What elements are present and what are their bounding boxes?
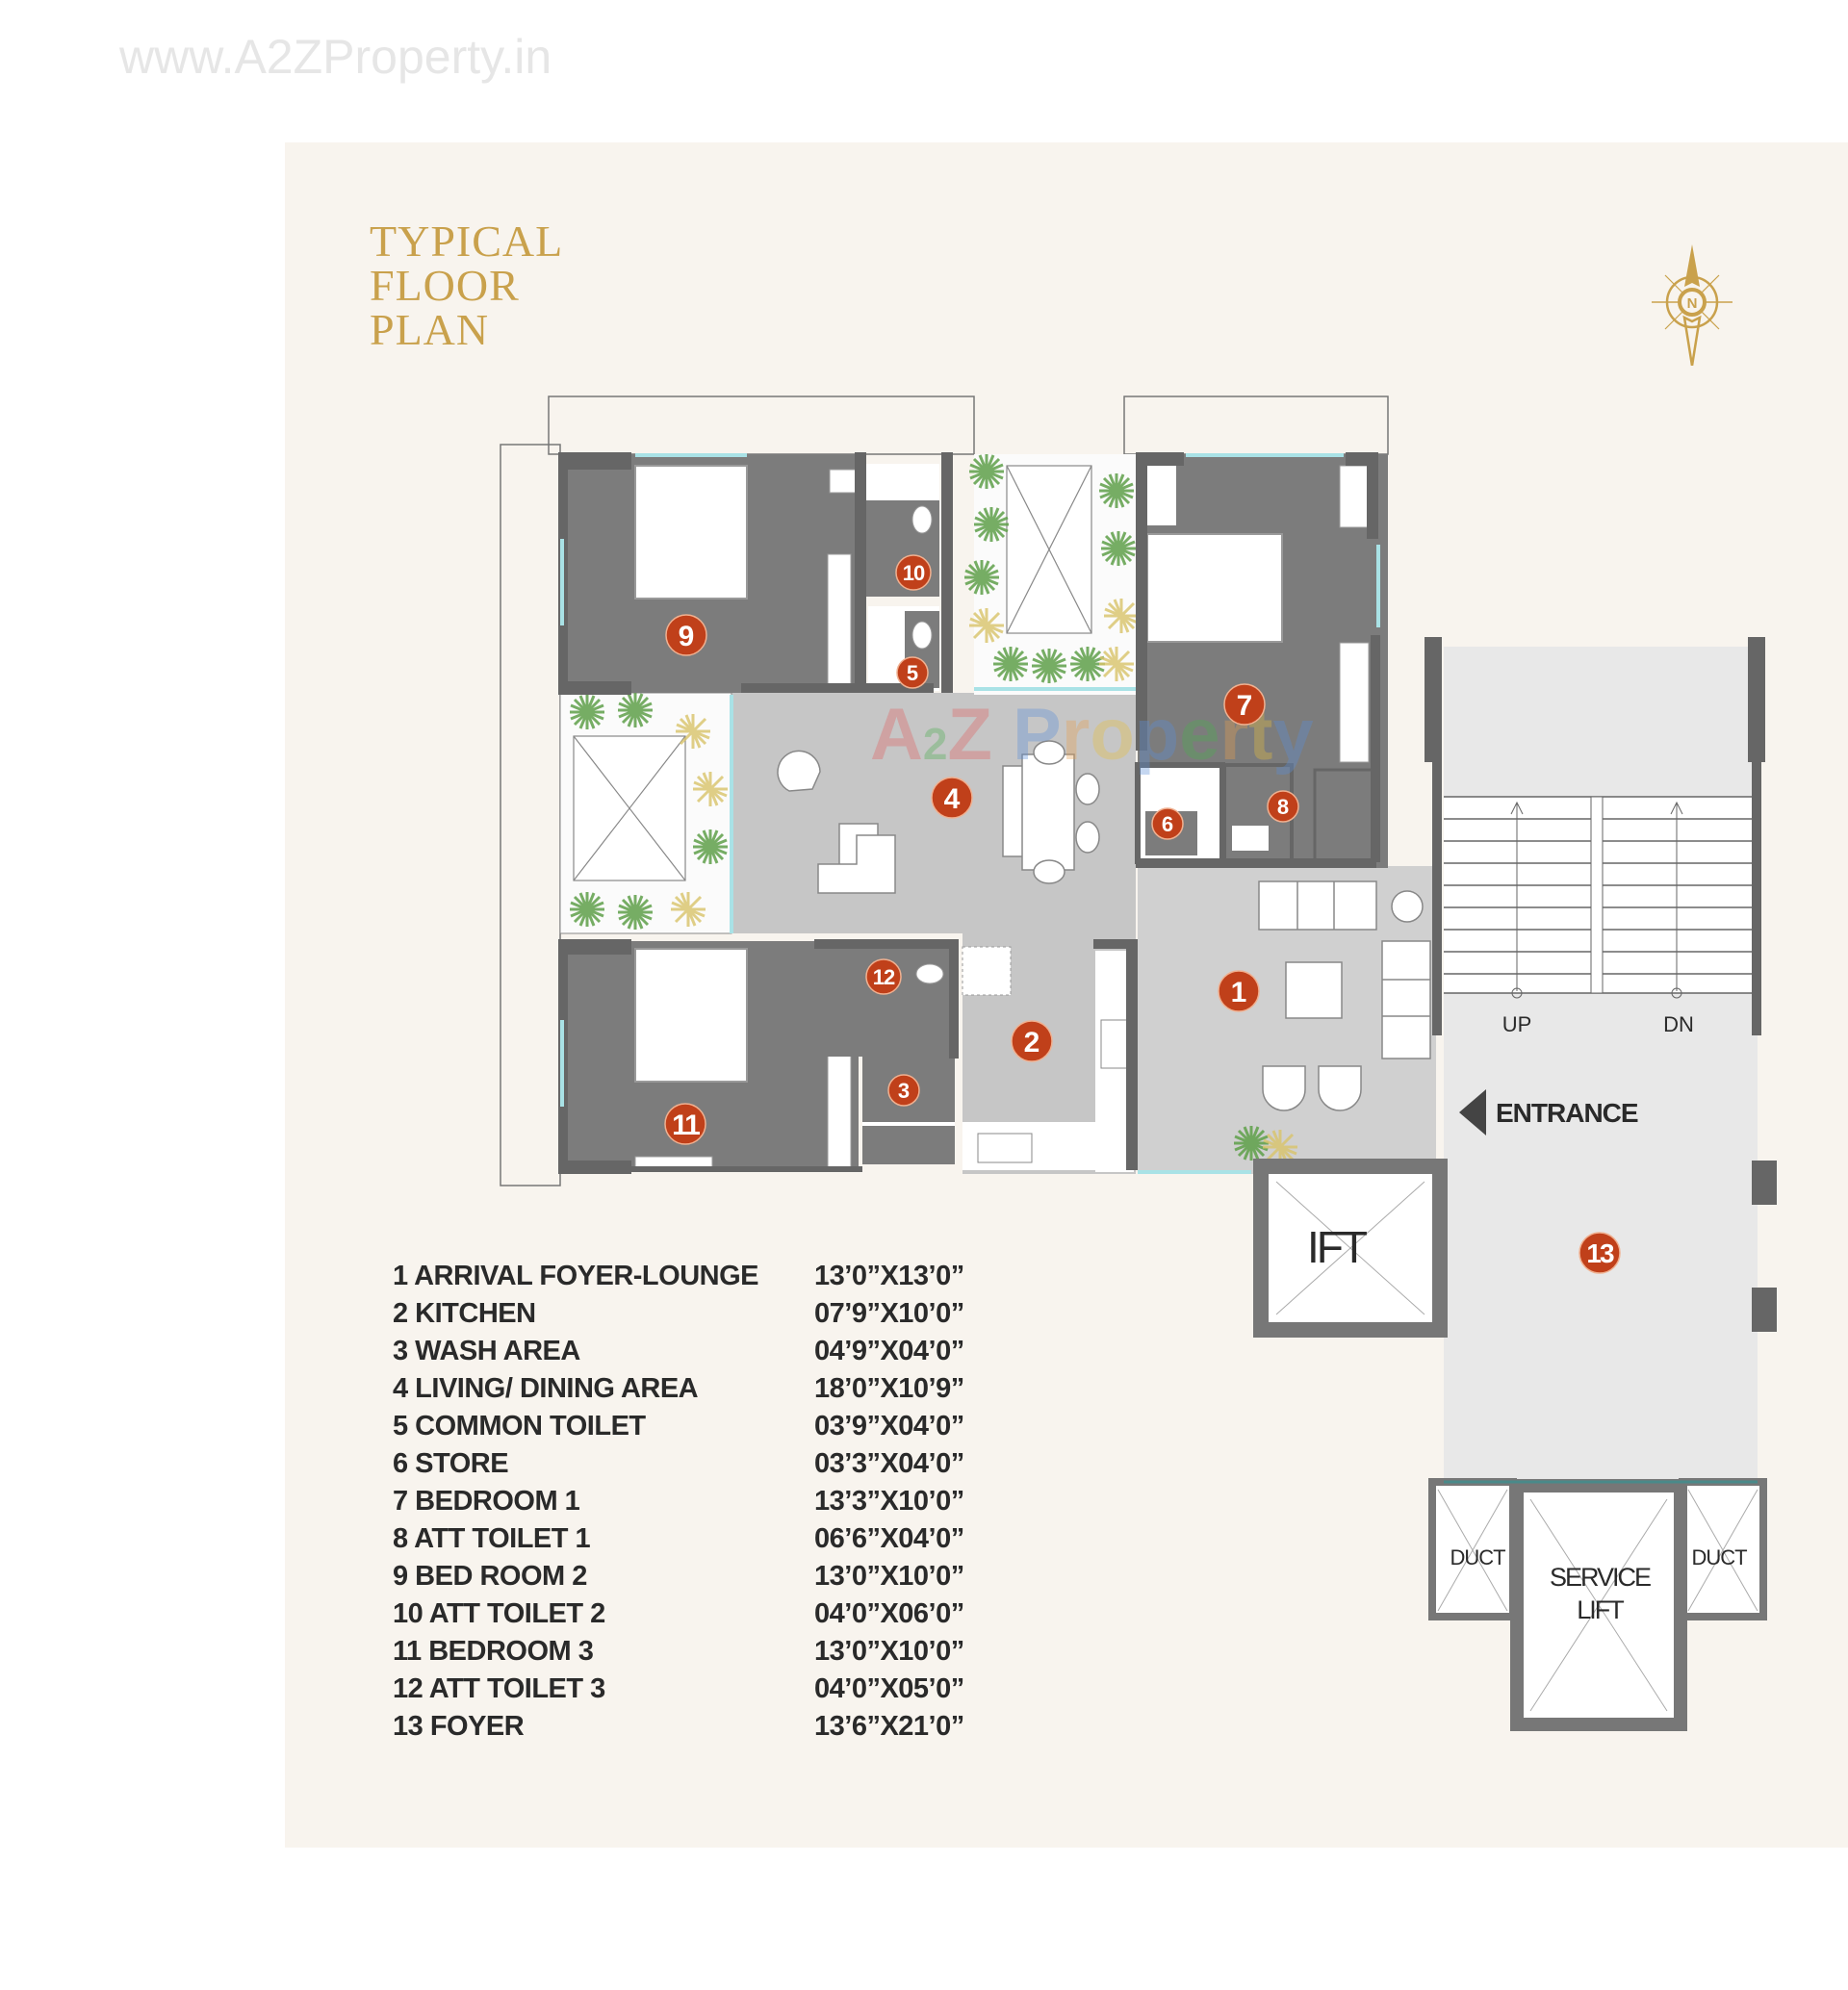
compass-letter: N: [1687, 295, 1698, 312]
overlay-watermark: A2Z Property: [870, 694, 1314, 776]
stair-down-label: DN: [1663, 1012, 1694, 1036]
page-title: TYPICAL FLOOR PLAN: [370, 219, 563, 352]
stair-core: [1444, 647, 1758, 1482]
duct-left-label: DUCT: [1450, 1545, 1505, 1569]
title-line: TYPICAL: [370, 217, 564, 266]
service-lift-label: SERVICE: [1550, 1563, 1651, 1592]
entrance-arrow-icon: [1459, 1089, 1486, 1135]
entrance-label: ENTRANCE: [1496, 1098, 1638, 1128]
service-lift-label-2: LIFT: [1577, 1595, 1624, 1624]
title-line: PLAN: [370, 305, 490, 354]
north-compass-icon: N: [1652, 244, 1732, 366]
lift-label: IFT: [1307, 1222, 1368, 1272]
watermark-url: www.A2ZProperty.in: [119, 30, 552, 84]
stair-up-label: UP: [1502, 1012, 1532, 1036]
title-line: FLOOR: [370, 261, 520, 310]
duct-right-label: DUCT: [1691, 1545, 1747, 1569]
